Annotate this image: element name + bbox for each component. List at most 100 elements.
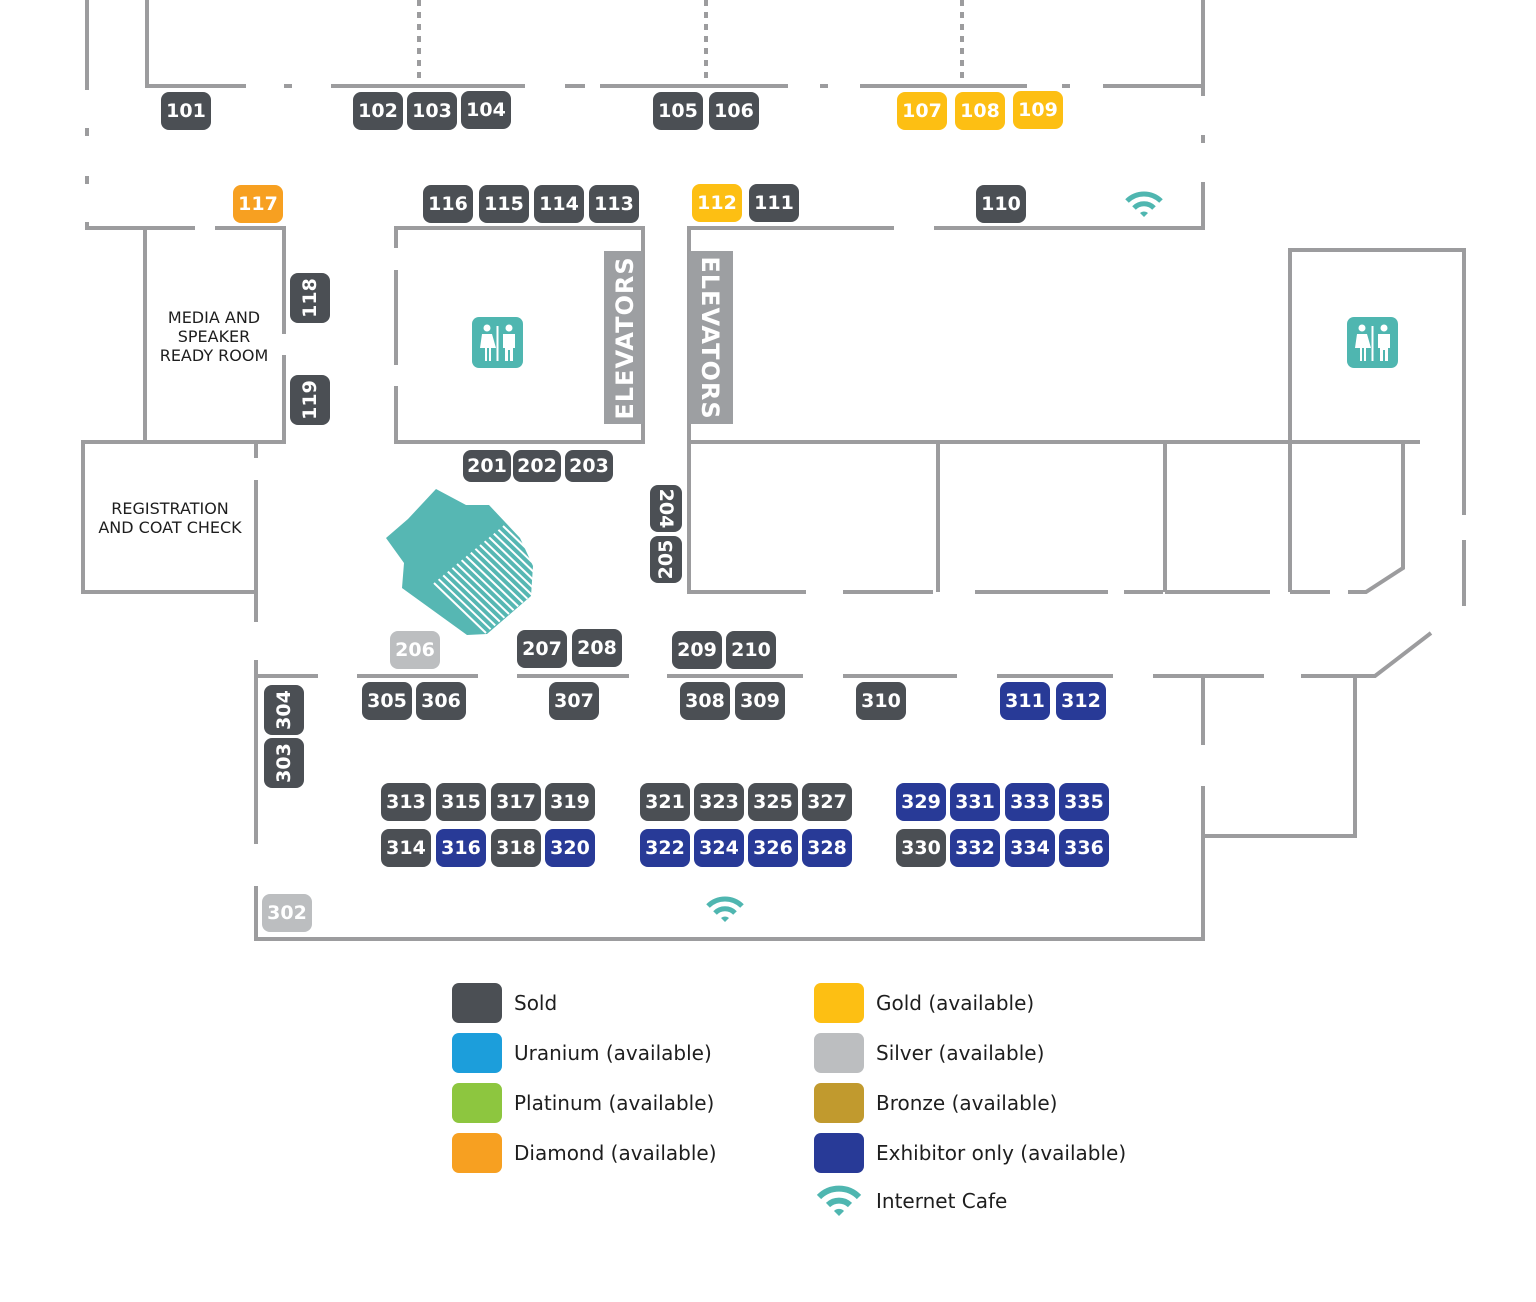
booth-332[interactable]: 332 [950, 829, 1000, 867]
booth-307[interactable]: 307 [549, 682, 599, 720]
booth-tile[interactable] [407, 92, 457, 130]
booth-117[interactable]: 117 [233, 185, 283, 223]
booth-110[interactable]: 110 [976, 185, 1026, 223]
booth-tile[interactable] [726, 631, 776, 669]
booth-tile[interactable] [290, 273, 330, 323]
booth-tile[interactable] [748, 783, 798, 821]
booth-tile[interactable] [802, 829, 852, 867]
booth-tile[interactable] [362, 682, 412, 720]
booth-tile[interactable] [233, 185, 283, 223]
booth-tile[interactable] [545, 783, 595, 821]
booth-335[interactable]: 335 [1059, 783, 1109, 821]
booth-306[interactable]: 306 [416, 682, 466, 720]
booth-103[interactable]: 103 [407, 92, 457, 130]
booth-317[interactable]: 317 [491, 783, 541, 821]
booth-302[interactable]: 302 [262, 894, 312, 932]
booth-tile[interactable] [423, 185, 473, 223]
booth-309[interactable]: 309 [735, 682, 785, 720]
booth-313[interactable]: 313 [381, 783, 431, 821]
booth-tile[interactable] [950, 829, 1000, 867]
booth-tile[interactable] [461, 91, 511, 129]
booth-305[interactable]: 305 [362, 682, 412, 720]
booth-tile[interactable] [416, 682, 466, 720]
booth-311[interactable]: 311 [1000, 682, 1050, 720]
booth-tile[interactable] [262, 894, 312, 932]
booth-112[interactable]: 112 [692, 184, 742, 222]
booth-tile[interactable] [463, 450, 511, 482]
booth-tile[interactable] [748, 829, 798, 867]
booth-tile[interactable] [896, 783, 946, 821]
booth-tile[interactable] [709, 92, 759, 130]
booth-tile[interactable] [1059, 783, 1109, 821]
booth-tile[interactable] [436, 829, 486, 867]
booth-310[interactable]: 310 [856, 682, 906, 720]
booth-316[interactable]: 316 [436, 829, 486, 867]
booth-tile[interactable] [653, 92, 703, 130]
booth-tile[interactable] [381, 829, 431, 867]
booth-tile[interactable] [534, 185, 584, 223]
booth-209[interactable]: 209 [672, 631, 722, 669]
booth-tile[interactable] [735, 682, 785, 720]
booth-tile[interactable] [390, 631, 440, 669]
booth-208[interactable]: 208 [572, 629, 622, 667]
booth-114[interactable]: 114 [534, 185, 584, 223]
booth-tile[interactable] [640, 783, 690, 821]
booth-303[interactable]: 303 [264, 738, 304, 788]
booth-tile[interactable] [1005, 783, 1055, 821]
booth-tile[interactable] [589, 185, 639, 223]
booth-333[interactable]: 333 [1005, 783, 1055, 821]
booth-331[interactable]: 331 [950, 783, 1000, 821]
booth-tile[interactable] [802, 783, 852, 821]
booth-tile[interactable] [950, 783, 1000, 821]
booth-tile[interactable] [1013, 91, 1063, 129]
booth-314[interactable]: 314 [381, 829, 431, 867]
booth-tile[interactable] [672, 631, 722, 669]
booth-tile[interactable] [479, 185, 529, 223]
booth-102[interactable]: 102 [353, 92, 403, 130]
booth-203[interactable]: 203 [565, 450, 613, 482]
booth-tile[interactable] [692, 184, 742, 222]
booth-312[interactable]: 312 [1056, 682, 1106, 720]
booth-323[interactable]: 323 [694, 783, 744, 821]
booth-tile[interactable] [1000, 682, 1050, 720]
booth-tile[interactable] [513, 450, 561, 482]
booth-327[interactable]: 327 [802, 783, 852, 821]
booth-318[interactable]: 318 [491, 829, 541, 867]
booth-336[interactable]: 336 [1059, 829, 1109, 867]
booth-tile[interactable] [381, 783, 431, 821]
booth-207[interactable]: 207 [517, 630, 567, 668]
booth-106[interactable]: 106 [709, 92, 759, 130]
booth-tile[interactable] [517, 630, 567, 668]
booth-308[interactable]: 308 [680, 682, 730, 720]
booth-109[interactable]: 109 [1013, 91, 1063, 129]
booth-118[interactable]: 118 [290, 273, 330, 323]
booth-116[interactable]: 116 [423, 185, 473, 223]
booth-tile[interactable] [436, 783, 486, 821]
booth-111[interactable]: 111 [749, 184, 799, 222]
booth-204[interactable]: 204 [650, 485, 682, 532]
booth-tile[interactable] [545, 829, 595, 867]
booth-201[interactable]: 201 [463, 450, 511, 482]
booth-304[interactable]: 304 [264, 685, 304, 735]
booth-tile[interactable] [572, 629, 622, 667]
booth-328[interactable]: 328 [802, 829, 852, 867]
booth-tile[interactable] [976, 185, 1026, 223]
booth-tile[interactable] [353, 92, 403, 130]
booth-326[interactable]: 326 [748, 829, 798, 867]
booth-tile[interactable] [264, 685, 304, 735]
booth-319[interactable]: 319 [545, 783, 595, 821]
booth-tile[interactable] [749, 184, 799, 222]
booth-107[interactable]: 107 [897, 92, 947, 130]
booth-105[interactable]: 105 [653, 92, 703, 130]
booth-113[interactable]: 113 [589, 185, 639, 223]
booth-334[interactable]: 334 [1005, 829, 1055, 867]
booth-tile[interactable] [694, 829, 744, 867]
booth-tile[interactable] [1059, 829, 1109, 867]
booth-tile[interactable] [856, 682, 906, 720]
booth-108[interactable]: 108 [955, 92, 1005, 130]
booth-tile[interactable] [549, 682, 599, 720]
booth-321[interactable]: 321 [640, 783, 690, 821]
booth-tile[interactable] [896, 829, 946, 867]
booth-320[interactable]: 320 [545, 829, 595, 867]
booth-330[interactable]: 330 [896, 829, 946, 867]
